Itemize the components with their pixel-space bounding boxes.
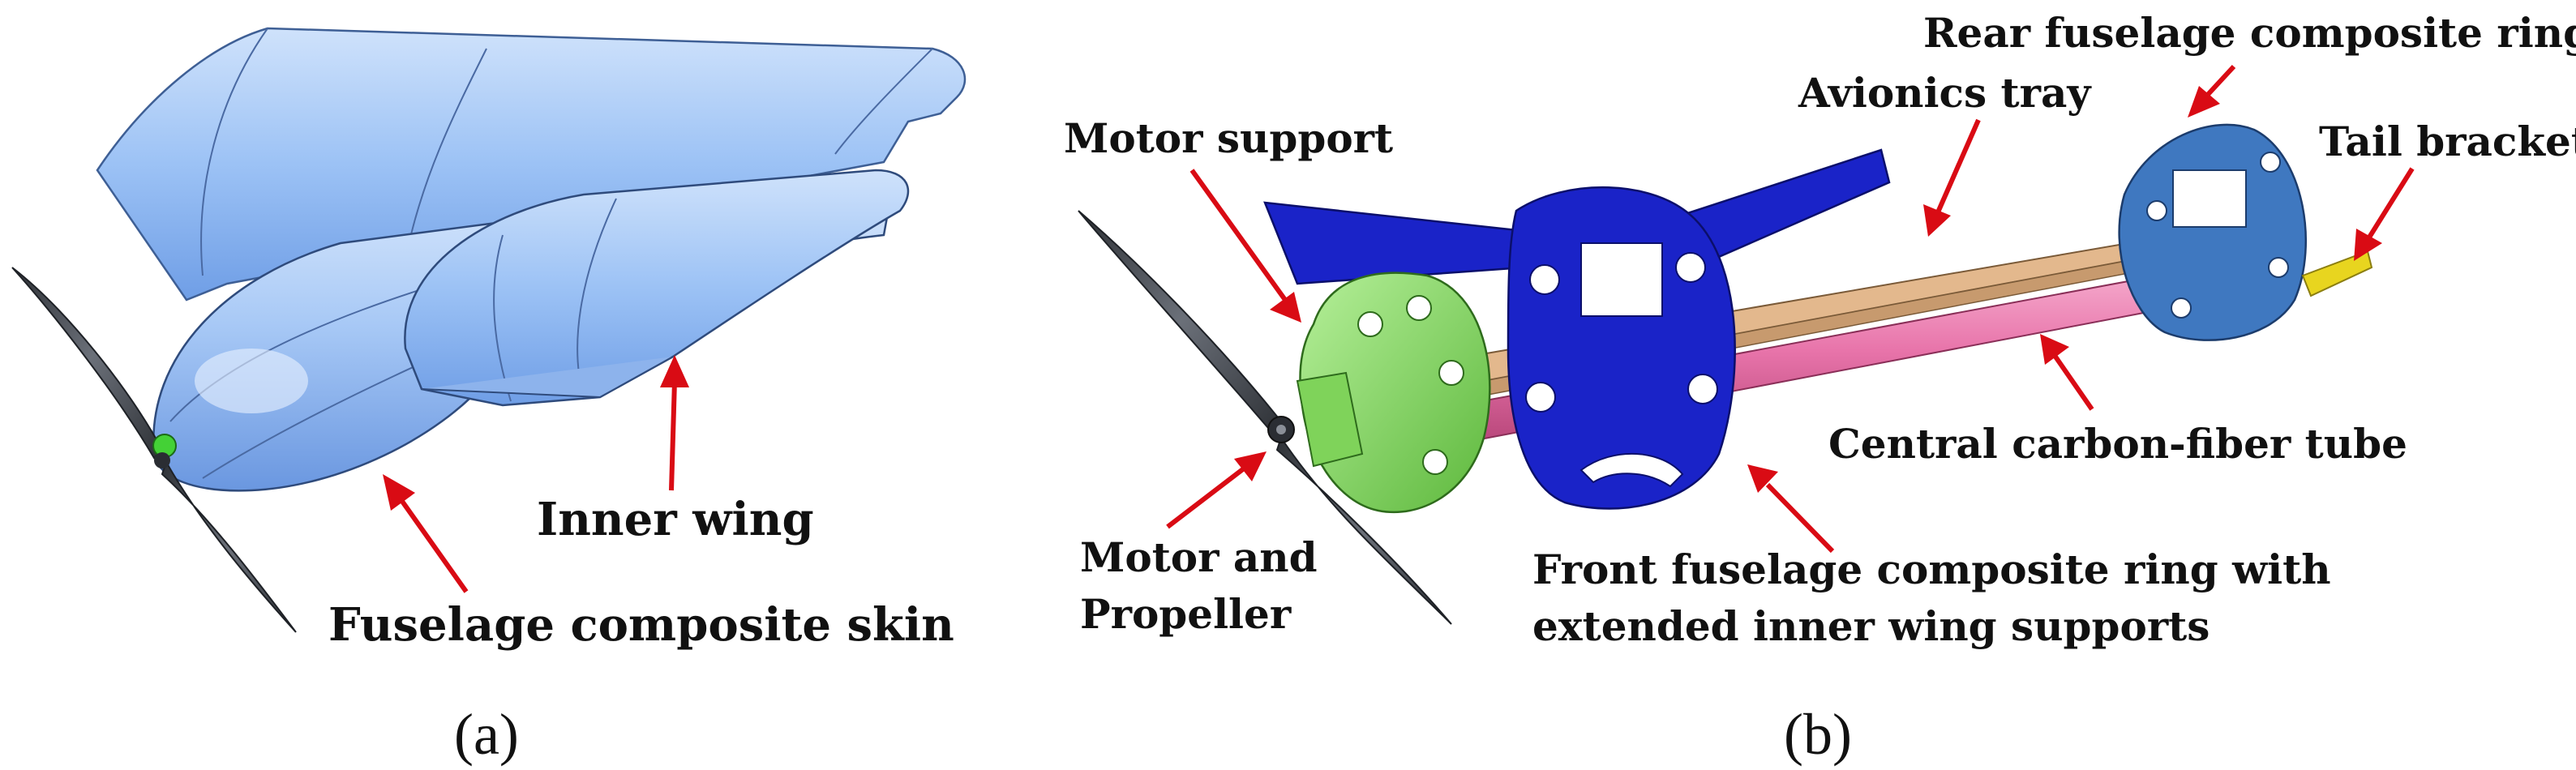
annotation-fuselage-skin: Fuselage composite skin bbox=[328, 474, 954, 652]
panel-b-drawing bbox=[1078, 123, 2373, 625]
label-tail-bracket: Tail bracket bbox=[2319, 118, 2576, 165]
annotation-motor-propeller: Motor and Propeller bbox=[1080, 451, 1318, 638]
label-avionics-tray: Avionics tray bbox=[1798, 69, 2092, 117]
annotation-tail-bracket: Tail bracket bbox=[2319, 118, 2576, 261]
rear-fuselage-ring bbox=[2118, 123, 2308, 341]
inner-wing bbox=[404, 169, 910, 407]
annotation-motor-support: Motor support bbox=[1064, 114, 1393, 323]
annotation-front-ring: Front fuselage composite ring with exten… bbox=[1532, 464, 2331, 650]
label-fuselage-skin: Fuselage composite skin bbox=[328, 598, 954, 652]
label-central-tube: Central carbon-fiber tube bbox=[1828, 420, 2407, 468]
annotation-central-tube: Central carbon-fiber tube bbox=[1828, 334, 2407, 468]
motor-support bbox=[1296, 272, 1491, 514]
label-motor-propeller-line2: Propeller bbox=[1080, 590, 1292, 638]
tail-bracket bbox=[2301, 250, 2373, 297]
motor-and-propeller bbox=[1078, 210, 1452, 625]
propeller-a bbox=[11, 267, 297, 633]
annotation-avionics-tray: Avionics tray bbox=[1798, 69, 2092, 237]
label-motor-propeller-line1: Motor and bbox=[1080, 533, 1318, 581]
panel-tag-a: (a) bbox=[454, 702, 519, 767]
main-wing bbox=[96, 27, 967, 302]
label-motor-support: Motor support bbox=[1064, 114, 1393, 162]
label-front-ring-line2: extended inner wing supports bbox=[1532, 602, 2210, 650]
panel-a-drawing bbox=[11, 27, 967, 633]
label-inner-wing: Inner wing bbox=[537, 493, 814, 546]
annotation-inner-wing: Inner wing bbox=[537, 355, 814, 546]
annotation-rear-ring: Rear fuselage composite ring bbox=[1923, 9, 2576, 118]
panel-tag-b: (b) bbox=[1784, 702, 1852, 767]
front-fuselage-ring bbox=[1263, 148, 1891, 510]
label-rear-ring: Rear fuselage composite ring bbox=[1923, 9, 2576, 57]
label-front-ring-line1: Front fuselage composite ring with bbox=[1532, 545, 2331, 593]
